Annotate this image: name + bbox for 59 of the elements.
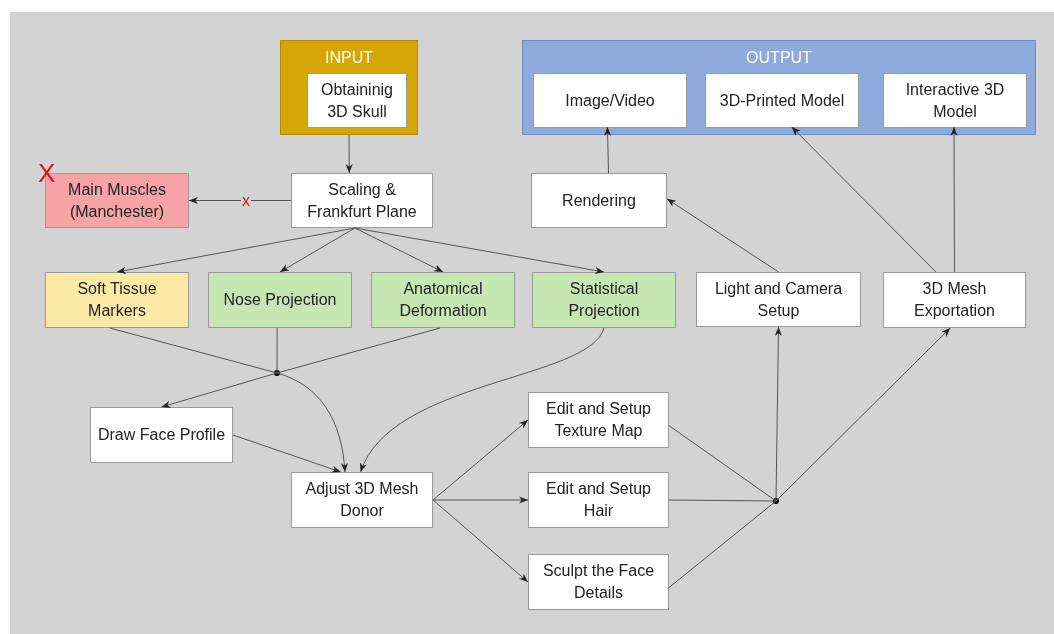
- process-box: [528, 554, 669, 610]
- connector-arrow: [161, 372, 278, 408]
- node-label: Adjust 3D Mesh Donor: [304, 479, 420, 521]
- process-box: [371, 272, 515, 328]
- process-box: [291, 472, 433, 528]
- connector-arrow: [276, 372, 348, 473]
- node-label: Interactive 3D Model: [904, 79, 1006, 122]
- process-box: [528, 472, 669, 528]
- connector-arrow: [188, 196, 292, 205]
- connector-arrow: [666, 198, 779, 273]
- process-box: [533, 73, 687, 128]
- connector-arrow: [950, 126, 958, 273]
- node-label: Statistical Projection: [567, 279, 641, 321]
- connector-arrow: [432, 419, 529, 501]
- node-label: Soft Tissue Markers: [76, 279, 158, 321]
- process-box: [307, 73, 407, 128]
- node-label: Obtaininig 3D Skull: [319, 79, 394, 122]
- process-box: [45, 272, 189, 328]
- node-label: Draw Face Profile: [96, 425, 227, 445]
- node-label: Nose Projection: [222, 290, 338, 310]
- connector-arrow: [345, 134, 353, 174]
- process-box: [532, 272, 676, 328]
- connector-arrow: [432, 499, 529, 583]
- node-label: Edit and Setup Texture Map: [545, 399, 652, 441]
- node-label: 3D-Printed Model: [718, 90, 846, 111]
- node-label: Anatomical Deformation: [398, 279, 488, 321]
- node-label: Sculpt the Face Details: [541, 561, 656, 603]
- input-group-box: [280, 40, 418, 135]
- connector-arrow: [604, 126, 612, 174]
- connector-arrow: [232, 434, 342, 473]
- process-box: [528, 392, 669, 448]
- output-group-box: [522, 40, 1036, 135]
- cross-mark: X: [38, 160, 56, 186]
- process-box: [883, 73, 1027, 128]
- process-box: [696, 272, 861, 327]
- connector-arrow: [116, 227, 356, 274]
- group-heading: INPUT: [325, 49, 373, 67]
- node-label: Rendering: [561, 190, 637, 211]
- connector-arrow: [354, 227, 605, 274]
- process-box: [883, 272, 1026, 328]
- node-label: Image/Video: [564, 90, 656, 111]
- node-label: Main Muscles (Manchester): [67, 179, 167, 222]
- process-box: [531, 173, 667, 228]
- connector-arrow: [775, 327, 951, 502]
- connector-arrow: [774, 326, 782, 502]
- process-box: [291, 173, 433, 228]
- connector-arrow: [432, 496, 529, 504]
- node-label: 3D Mesh Exportation: [913, 279, 996, 321]
- connector-arrow: [360, 327, 605, 473]
- process-box: [208, 272, 352, 328]
- group-heading: OUTPUT: [746, 49, 812, 67]
- connector-arrow: [791, 126, 937, 273]
- node-label: Edit and Setup Hair: [545, 479, 652, 521]
- process-box: [90, 407, 233, 463]
- process-box: [705, 73, 859, 128]
- node-label: Light and Camera Setup: [713, 278, 844, 321]
- connector-arrow: [354, 227, 444, 273]
- connector-arrow: [279, 227, 356, 273]
- node-label: Scaling & Frankfurt Plane: [306, 179, 418, 222]
